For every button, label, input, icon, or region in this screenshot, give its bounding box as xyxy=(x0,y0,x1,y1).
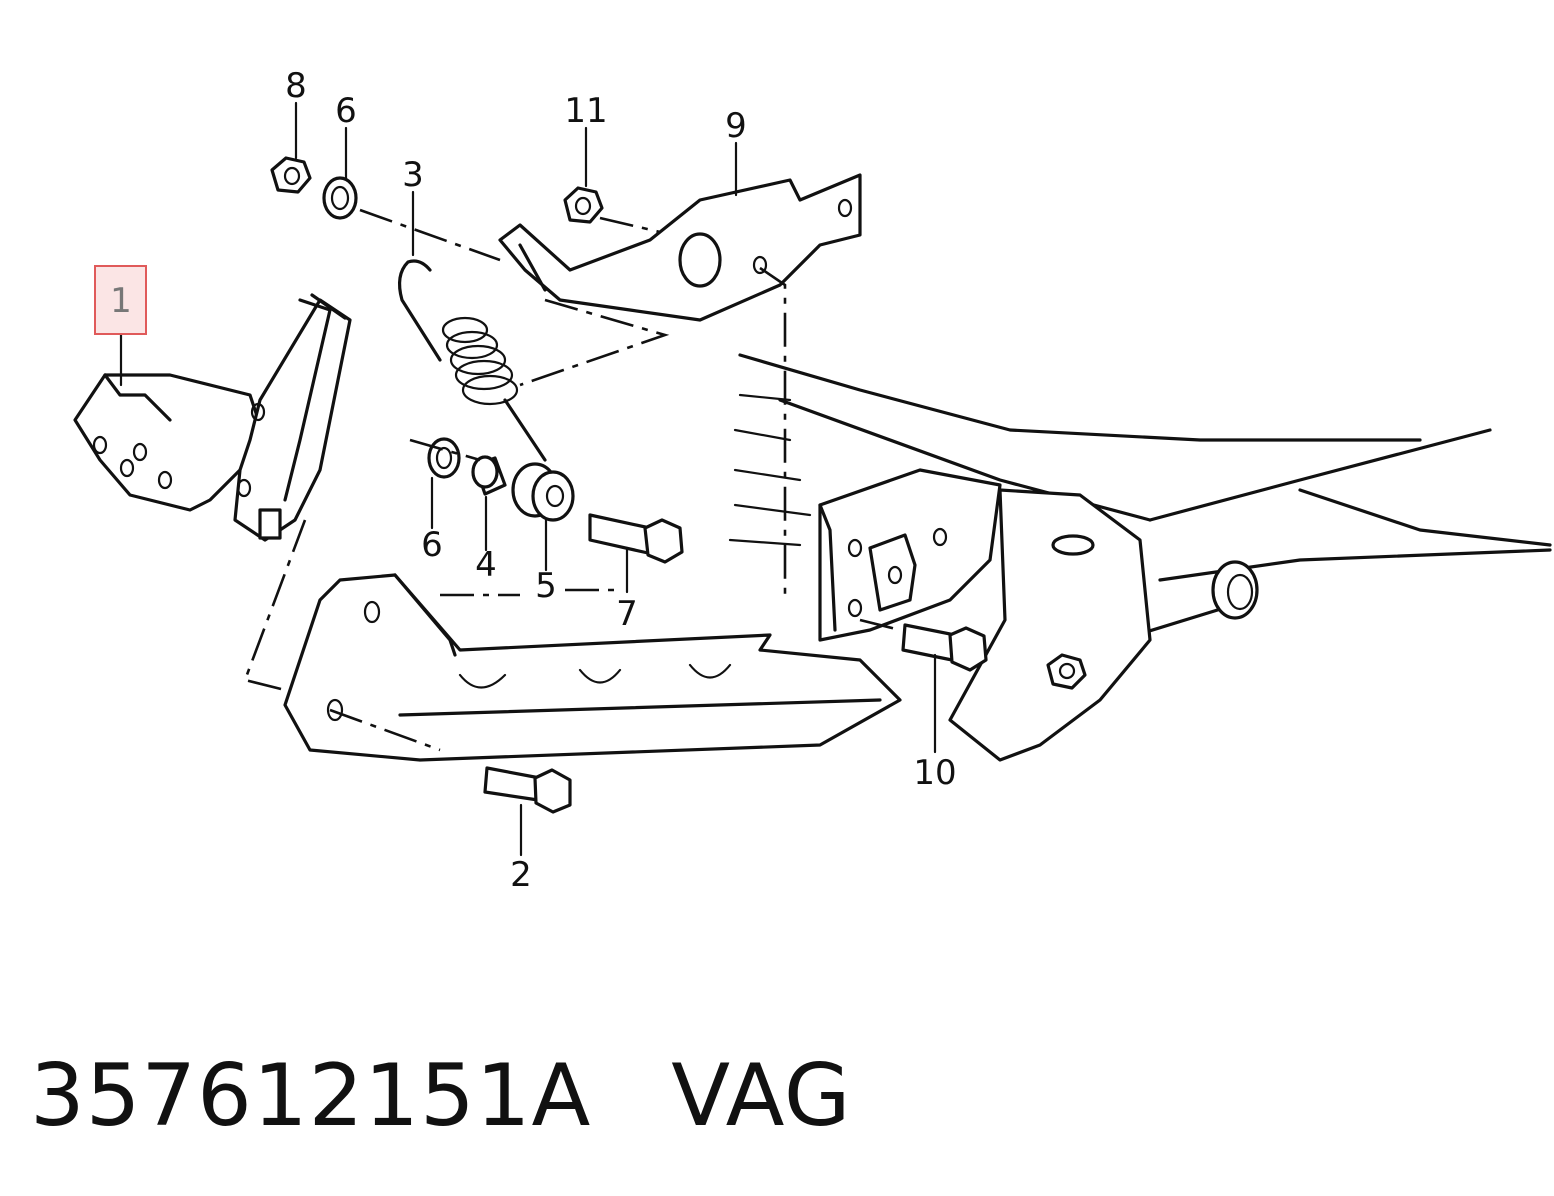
callout-10[interactable]: 10 xyxy=(913,753,956,793)
callout-6-upper[interactable]: 6 xyxy=(335,91,357,131)
callout-2[interactable]: 2 xyxy=(510,855,532,895)
pivot-housing xyxy=(948,488,1152,762)
part-6-washer-lower xyxy=(427,437,461,479)
brand-name: VAG xyxy=(671,1046,852,1146)
part-10-bolt xyxy=(901,623,988,672)
part-2-bolt xyxy=(483,766,572,814)
callout-labels: 1 8 6 3 11 9 6 4 5 7 10 2 xyxy=(110,66,956,895)
part-5-rubber-mount xyxy=(511,462,575,522)
part-number: 357612151A xyxy=(30,1046,592,1146)
part-11-nut xyxy=(563,186,604,224)
assembly-lines xyxy=(243,208,901,752)
beam-mounting-bracket xyxy=(818,468,1002,642)
part-9-upper-bracket xyxy=(498,173,862,322)
callout-11[interactable]: 11 xyxy=(564,91,607,131)
axle-beam xyxy=(728,353,1552,642)
callout-4[interactable]: 4 xyxy=(475,545,497,585)
callout-9[interactable]: 9 xyxy=(725,106,747,146)
part-info-footer: 357612151A VAG xyxy=(30,1046,852,1146)
callout-3[interactable]: 3 xyxy=(402,155,424,195)
part-7-bolt xyxy=(588,513,684,564)
callout-8[interactable]: 8 xyxy=(285,66,307,106)
parts-exploded-diagram: 1 8 6 3 11 9 6 4 5 7 10 2 xyxy=(73,66,1552,895)
part-1-lever-assembly xyxy=(73,293,352,542)
part-4-bushing xyxy=(471,455,507,496)
callout-5[interactable]: 5 xyxy=(535,566,557,606)
part-6-washer-upper xyxy=(322,176,358,220)
leader-lines xyxy=(119,101,937,857)
callout-1[interactable]: 1 xyxy=(110,281,132,321)
callout-7[interactable]: 7 xyxy=(616,594,638,634)
lever-arm xyxy=(283,573,902,762)
selected-part-highlight xyxy=(94,265,147,335)
part-8-nut xyxy=(270,156,312,194)
part-3-spring xyxy=(397,259,547,462)
callout-6-lower[interactable]: 6 xyxy=(421,525,443,565)
